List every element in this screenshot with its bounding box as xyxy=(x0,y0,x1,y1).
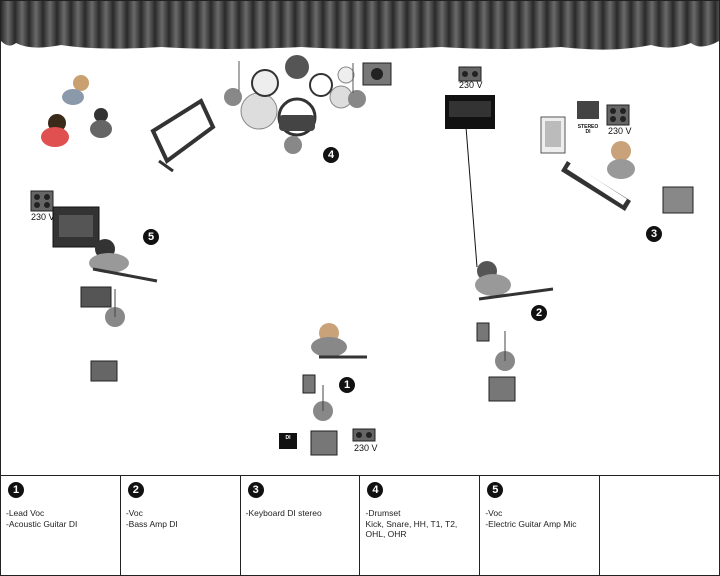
legend-text: -Lead Voc -Acoustic Guitar DI xyxy=(6,508,78,529)
legend-cell-2: 2 -Voc -Bass Amp DI xyxy=(121,476,241,575)
di-box-center xyxy=(279,433,297,449)
legend-cell-empty xyxy=(600,476,719,575)
monitor-center xyxy=(310,430,338,456)
keyboard-monitor xyxy=(662,186,694,214)
bass-di-pedal xyxy=(476,322,490,342)
mic-stand-bass xyxy=(495,331,515,371)
guitar-pedalboard xyxy=(80,286,112,308)
voltage-label-guitar: 230 V xyxy=(31,212,55,222)
keyboard-player xyxy=(561,141,635,211)
outlet-keyboard xyxy=(606,104,630,126)
position-badge-2: 2 xyxy=(531,305,547,321)
legend-number: 5 xyxy=(487,482,504,498)
audience-group xyxy=(41,75,112,147)
guitar-stand xyxy=(150,98,216,173)
position-badge-3: 3 xyxy=(646,226,662,242)
legend-number: 2 xyxy=(127,482,144,498)
stage-curtain xyxy=(1,1,719,50)
monitor-right xyxy=(488,376,516,402)
bass-player xyxy=(475,261,554,301)
voltage-label-keyboard-amp: 230 V xyxy=(459,80,483,90)
legend-number: 3 xyxy=(247,482,264,498)
voltage-label-keyboard: 230 V xyxy=(608,126,632,136)
guitar-amp xyxy=(52,206,100,248)
mic-stand-guitar xyxy=(105,289,125,327)
legend-number: 4 xyxy=(367,482,384,498)
di-box-label: DI xyxy=(285,435,291,441)
position-badge-1: 1 xyxy=(339,377,355,393)
position-badge-4: 4 xyxy=(323,147,339,163)
stereo-di-box xyxy=(577,101,599,119)
outlet-guitar xyxy=(30,190,54,212)
monitor-left xyxy=(90,360,118,382)
position-legend: 1 -Lead Voc -Acoustic Guitar DI 2 -Voc -… xyxy=(1,475,719,575)
lead-vocalist xyxy=(311,323,367,359)
drum-kit xyxy=(224,55,366,154)
legend-cell-1: 1 -Lead Voc -Acoustic Guitar DI xyxy=(1,476,121,575)
legend-text: -Voc -Bass Amp DI xyxy=(125,508,178,529)
laptop xyxy=(540,116,566,154)
legend-text: -Keyboard DI stereo xyxy=(245,508,322,518)
legend-number: 1 xyxy=(8,482,24,498)
outlet-keyboard-amp xyxy=(458,66,482,82)
stereo-di-label: STEREO DI xyxy=(577,124,599,135)
legend-text: -Voc -Electric Guitar Amp Mic xyxy=(485,508,577,529)
legend-cell-5: 5 -Voc -Electric Guitar Amp Mic xyxy=(480,476,601,575)
voltage-label-center: 230 V xyxy=(354,443,378,453)
mic-stand-center xyxy=(313,385,333,421)
legend-text: -Drumset Kick, Snare, HH, T1, T2, OHL, O… xyxy=(365,508,458,540)
guitar-player xyxy=(89,239,158,283)
legend-cell-4: 4 -Drumset Kick, Snare, HH, T1, T2, OHL,… xyxy=(360,476,481,575)
acoustic-di-pedal xyxy=(302,374,316,394)
keyboard-amp xyxy=(445,95,495,129)
position-badge-5: 5 xyxy=(143,229,159,245)
outlet-center xyxy=(352,428,376,442)
legend-cell-3: 3 -Keyboard DI stereo xyxy=(241,476,361,575)
bass-cable xyxy=(465,126,478,268)
